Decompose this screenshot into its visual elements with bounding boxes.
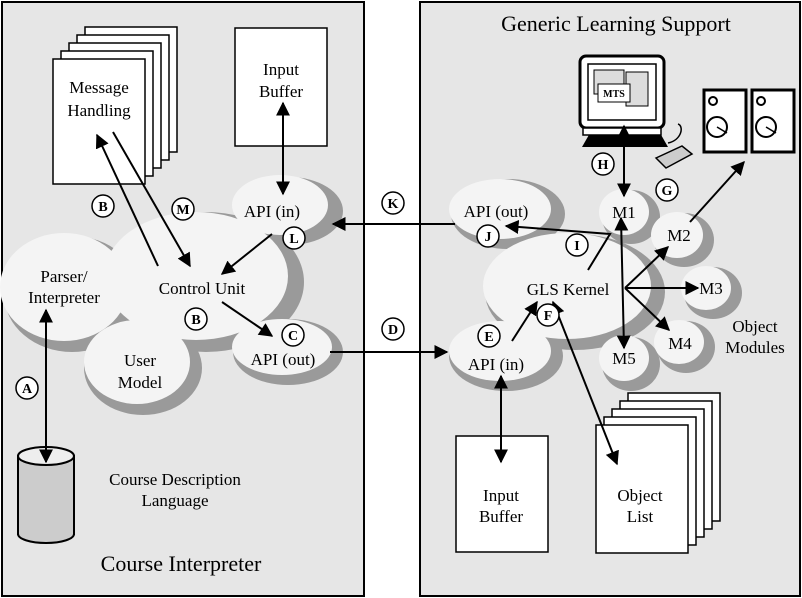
generic-learning-support-title: Generic Learning Support xyxy=(501,11,731,36)
object-list-docs: Object List xyxy=(595,392,721,554)
gls-kernel-label: GLS Kernel xyxy=(527,280,610,299)
speaker-icon-2 xyxy=(750,88,796,154)
message-handling-label-2: Handling xyxy=(67,101,131,120)
course-description-label-2: Language xyxy=(141,491,208,510)
badge-h-label: H xyxy=(598,158,609,173)
right-input-buffer-label-2: Buffer xyxy=(479,507,523,526)
badge-b-bottom: B xyxy=(184,307,208,331)
user-model-label-1: User xyxy=(124,351,156,370)
badge-k-label: K xyxy=(388,197,399,212)
badge-j-label: J xyxy=(485,230,492,245)
badge-f-label: F xyxy=(544,309,553,324)
badge-d: D xyxy=(381,317,405,341)
badge-a: A xyxy=(15,376,39,400)
badge-g-label: G xyxy=(662,184,673,199)
left-input-buffer-label-1: Input xyxy=(263,60,299,79)
object-modules-label-2: Modules xyxy=(725,338,785,357)
badge-f: F xyxy=(536,303,560,327)
module-m5-label: M5 xyxy=(612,349,636,368)
badge-l: L xyxy=(282,226,306,250)
monitor-screen-label: MTS xyxy=(603,89,625,100)
arrow-control-api-out xyxy=(221,301,274,337)
badge-c: C xyxy=(281,323,305,347)
speaker-icon-1 xyxy=(702,88,748,154)
message-handling-docs: Message Handling xyxy=(52,26,178,185)
left-input-buffer-doc: Input Buffer xyxy=(234,27,328,147)
arrow-message-to-control xyxy=(112,131,191,268)
course-description-database-icon xyxy=(17,446,75,544)
badge-i-label: I xyxy=(574,239,579,254)
course-interpreter-title: Course Interpreter xyxy=(101,551,262,576)
module-m1-label: M1 xyxy=(612,203,636,222)
user-model-label-2: Model xyxy=(118,373,163,392)
arrow-api-in-control xyxy=(220,233,273,275)
module-m4-label: M4 xyxy=(668,334,692,353)
arrow-kernel-m2 xyxy=(624,246,670,289)
right-input-buffer-doc: Input Buffer xyxy=(455,435,549,553)
module-m3-label: M3 xyxy=(699,279,723,298)
badge-b-bottom-label: B xyxy=(191,313,200,328)
badge-c-label: C xyxy=(288,329,298,344)
arrow-api-in-kernel xyxy=(511,300,538,342)
object-modules-label-1: Object xyxy=(732,317,778,336)
parser-label-1: Parser/ xyxy=(40,267,87,286)
left-input-buffer-label-2: Buffer xyxy=(259,82,303,101)
badge-e-label: E xyxy=(484,330,493,345)
right-api-out-label: API (out) xyxy=(464,202,529,221)
computer-monitor-icon: MTS xyxy=(578,54,694,169)
object-list-label-1: Object xyxy=(617,486,663,505)
badge-k: K xyxy=(381,191,405,215)
object-list-label-2: List xyxy=(627,507,654,526)
control-unit-label: Control Unit xyxy=(159,279,246,298)
badge-e: E xyxy=(477,324,501,348)
badge-b-top-label: B xyxy=(98,200,107,215)
badge-m-label: M xyxy=(176,203,189,218)
right-api-in-label: API (in) xyxy=(468,355,524,374)
message-handling-label-1: Message xyxy=(69,78,128,97)
badge-g: G xyxy=(655,178,679,202)
left-bubble-cluster: Parser/ Interpreter Control Unit User Mo… xyxy=(0,175,343,415)
left-api-out-label: API (out) xyxy=(251,350,316,369)
arrow-control-to-message xyxy=(95,133,159,267)
left-api-in-label: API (in) xyxy=(244,202,300,221)
course-description-label-1: Course Description xyxy=(109,470,241,489)
badge-d-label: D xyxy=(388,323,398,338)
arrow-kernel-api-out xyxy=(504,219,612,271)
arrow-m2-speakers xyxy=(689,160,745,223)
badge-h: H xyxy=(591,152,615,176)
badge-l-label: L xyxy=(289,232,298,247)
arrow-kernel-m4 xyxy=(624,287,671,331)
right-input-buffer-label-1: Input xyxy=(483,486,519,505)
badge-i: I xyxy=(565,233,589,257)
arrow-kernel-object-list xyxy=(551,300,619,466)
badge-j: J xyxy=(476,224,500,248)
arrow-m1-m5 xyxy=(614,216,631,350)
badge-a-label: A xyxy=(22,382,33,397)
badge-b-top: B xyxy=(91,194,115,218)
badge-m: M xyxy=(171,197,195,221)
module-m2-label: M2 xyxy=(667,226,691,245)
parser-label-2: Interpreter xyxy=(28,288,100,307)
